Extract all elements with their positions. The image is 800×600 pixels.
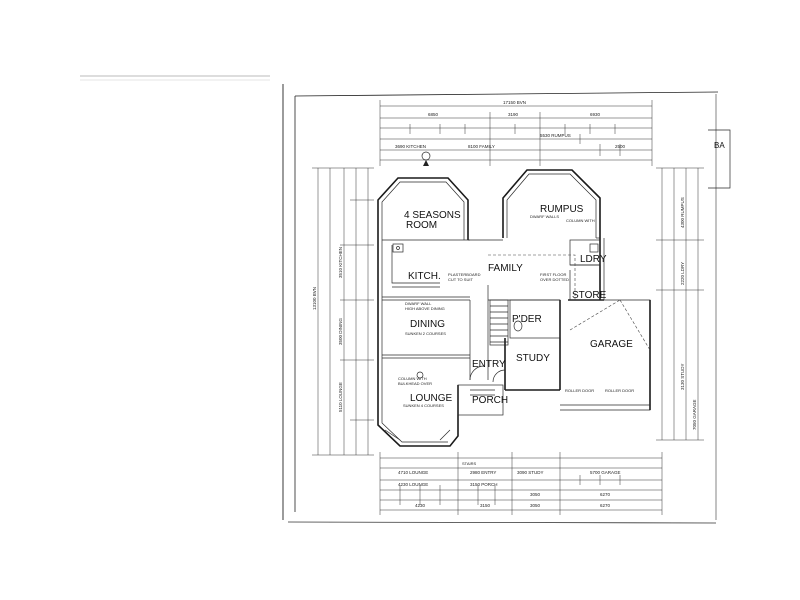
dim-right-study: 3130 STUDY xyxy=(680,363,685,390)
room-label-kitchen: KITCH. xyxy=(408,271,441,282)
corner-stamp: BA xyxy=(708,129,731,189)
dim-top-c: 6930 xyxy=(590,112,601,117)
dim-kitchen: 3690 KITCHEN xyxy=(395,144,426,149)
section-arrow-icon xyxy=(423,160,429,166)
room-label-rumpus: RUMPUS xyxy=(540,204,584,215)
dim-rumpus: 5530 RUMPUS xyxy=(540,133,571,138)
dim-bottom-study: 3090 STUDY xyxy=(517,470,544,475)
note-sunken-dining: SUNKEN 2 COURSES xyxy=(405,331,446,336)
room-label-garage: GARAGE xyxy=(590,339,633,350)
note-roller-door-1: ROLLER DOOR xyxy=(565,388,594,393)
note-sunken-lounge: SUNKEN 4 COURSES xyxy=(403,403,444,408)
room-label-store: STORE xyxy=(572,290,607,301)
note-stairs: STAIRS xyxy=(462,461,476,466)
dim-top-b: 3190 xyxy=(508,112,519,117)
room-label-dining: DINING xyxy=(410,319,445,330)
bottom-dimension-lines xyxy=(379,452,663,515)
note-cut-to-suit: CUT TO SUIT xyxy=(448,277,473,282)
sheet-border xyxy=(282,84,719,524)
dim-bottom-e: 3050 xyxy=(530,492,541,497)
note-roller-door-2: ROLLER DOOR xyxy=(605,388,634,393)
room-label-lounge: LOUNGE xyxy=(410,393,453,404)
room-label-seasons-1: 4 SEASONS xyxy=(404,210,461,221)
note-high-above-dining: HIGH ABOVE DINING xyxy=(405,306,445,311)
dim-bottom-entry: 2980 ENTRY xyxy=(470,470,496,475)
corner-stamp-text: BA xyxy=(714,141,725,150)
note-over-dotted: OVER DOTTED xyxy=(540,277,569,282)
dim-top-d: 2500 xyxy=(615,144,626,149)
left-dimension-lines xyxy=(312,167,374,456)
note-bulkhead: BULKHEAD OVER xyxy=(398,381,432,386)
section-marker-icon xyxy=(421,151,431,161)
dim-left-total: 13100 BVN xyxy=(312,287,317,310)
note-first-floor: FIRST FLOOR xyxy=(540,272,566,277)
room-label-seasons-2: ROOM xyxy=(406,220,437,231)
exterior-walls xyxy=(377,169,651,447)
dim-left-lounge: 5110 LOUNGE xyxy=(338,382,343,412)
dim-left-dining: 3500 DINING xyxy=(338,317,343,345)
note-plasterboard: PLASTERBOARD xyxy=(448,272,481,277)
top-dimension-lines xyxy=(379,100,653,166)
dim-overall-width: 17150 BVN xyxy=(503,100,526,105)
note-column-rumpus: COLUMN WITH xyxy=(566,218,595,223)
dim-family: 8100 FAMILY xyxy=(468,144,495,149)
dim-bottom-porch: 3150 PORCH xyxy=(470,482,498,487)
dim-right-garage: 7050 GARAGE xyxy=(692,399,697,430)
note-dwarf-wall-dining: DWARF WALL xyxy=(405,301,432,306)
room-label-family: FAMILY xyxy=(488,263,523,274)
room-label-entry: ENTRY xyxy=(472,359,506,370)
dim-bottom-j: 6270 xyxy=(600,503,611,508)
dim-bottom-lounge2: 4230 LOUNGE xyxy=(398,482,428,487)
dim-right-rumpus: 4300 RUMPUS xyxy=(680,197,685,228)
right-dimension-lines xyxy=(656,167,704,441)
note-dwarf-walls: DWARF WALLS xyxy=(530,214,559,219)
dim-bottom-h: 3150 xyxy=(480,503,491,508)
dim-bottom-garage: 5700 GARAGE xyxy=(590,470,621,475)
note-column-lounge: COLUMN WITH xyxy=(398,376,427,381)
dim-top-a: 6850 xyxy=(428,112,439,117)
room-label-study: STUDY xyxy=(516,353,550,364)
dim-right-ldry: 2220 LDRY xyxy=(680,262,685,285)
room-label-laundry: LDRY xyxy=(580,254,607,265)
interior-walls xyxy=(382,237,651,441)
room-label-powder: P'DER xyxy=(512,314,542,325)
dim-left-kitchen: 3510 KITCHEN xyxy=(338,247,343,278)
dim-bottom-lounge: 4710 LOUNGE xyxy=(398,470,428,475)
room-label-porch: PORCH xyxy=(472,395,508,406)
dim-bottom-g: 4230 xyxy=(415,503,426,508)
stairs-graphic xyxy=(489,299,509,346)
dim-bottom-f: 6270 xyxy=(600,492,611,497)
dim-bottom-i: 3050 xyxy=(530,503,541,508)
